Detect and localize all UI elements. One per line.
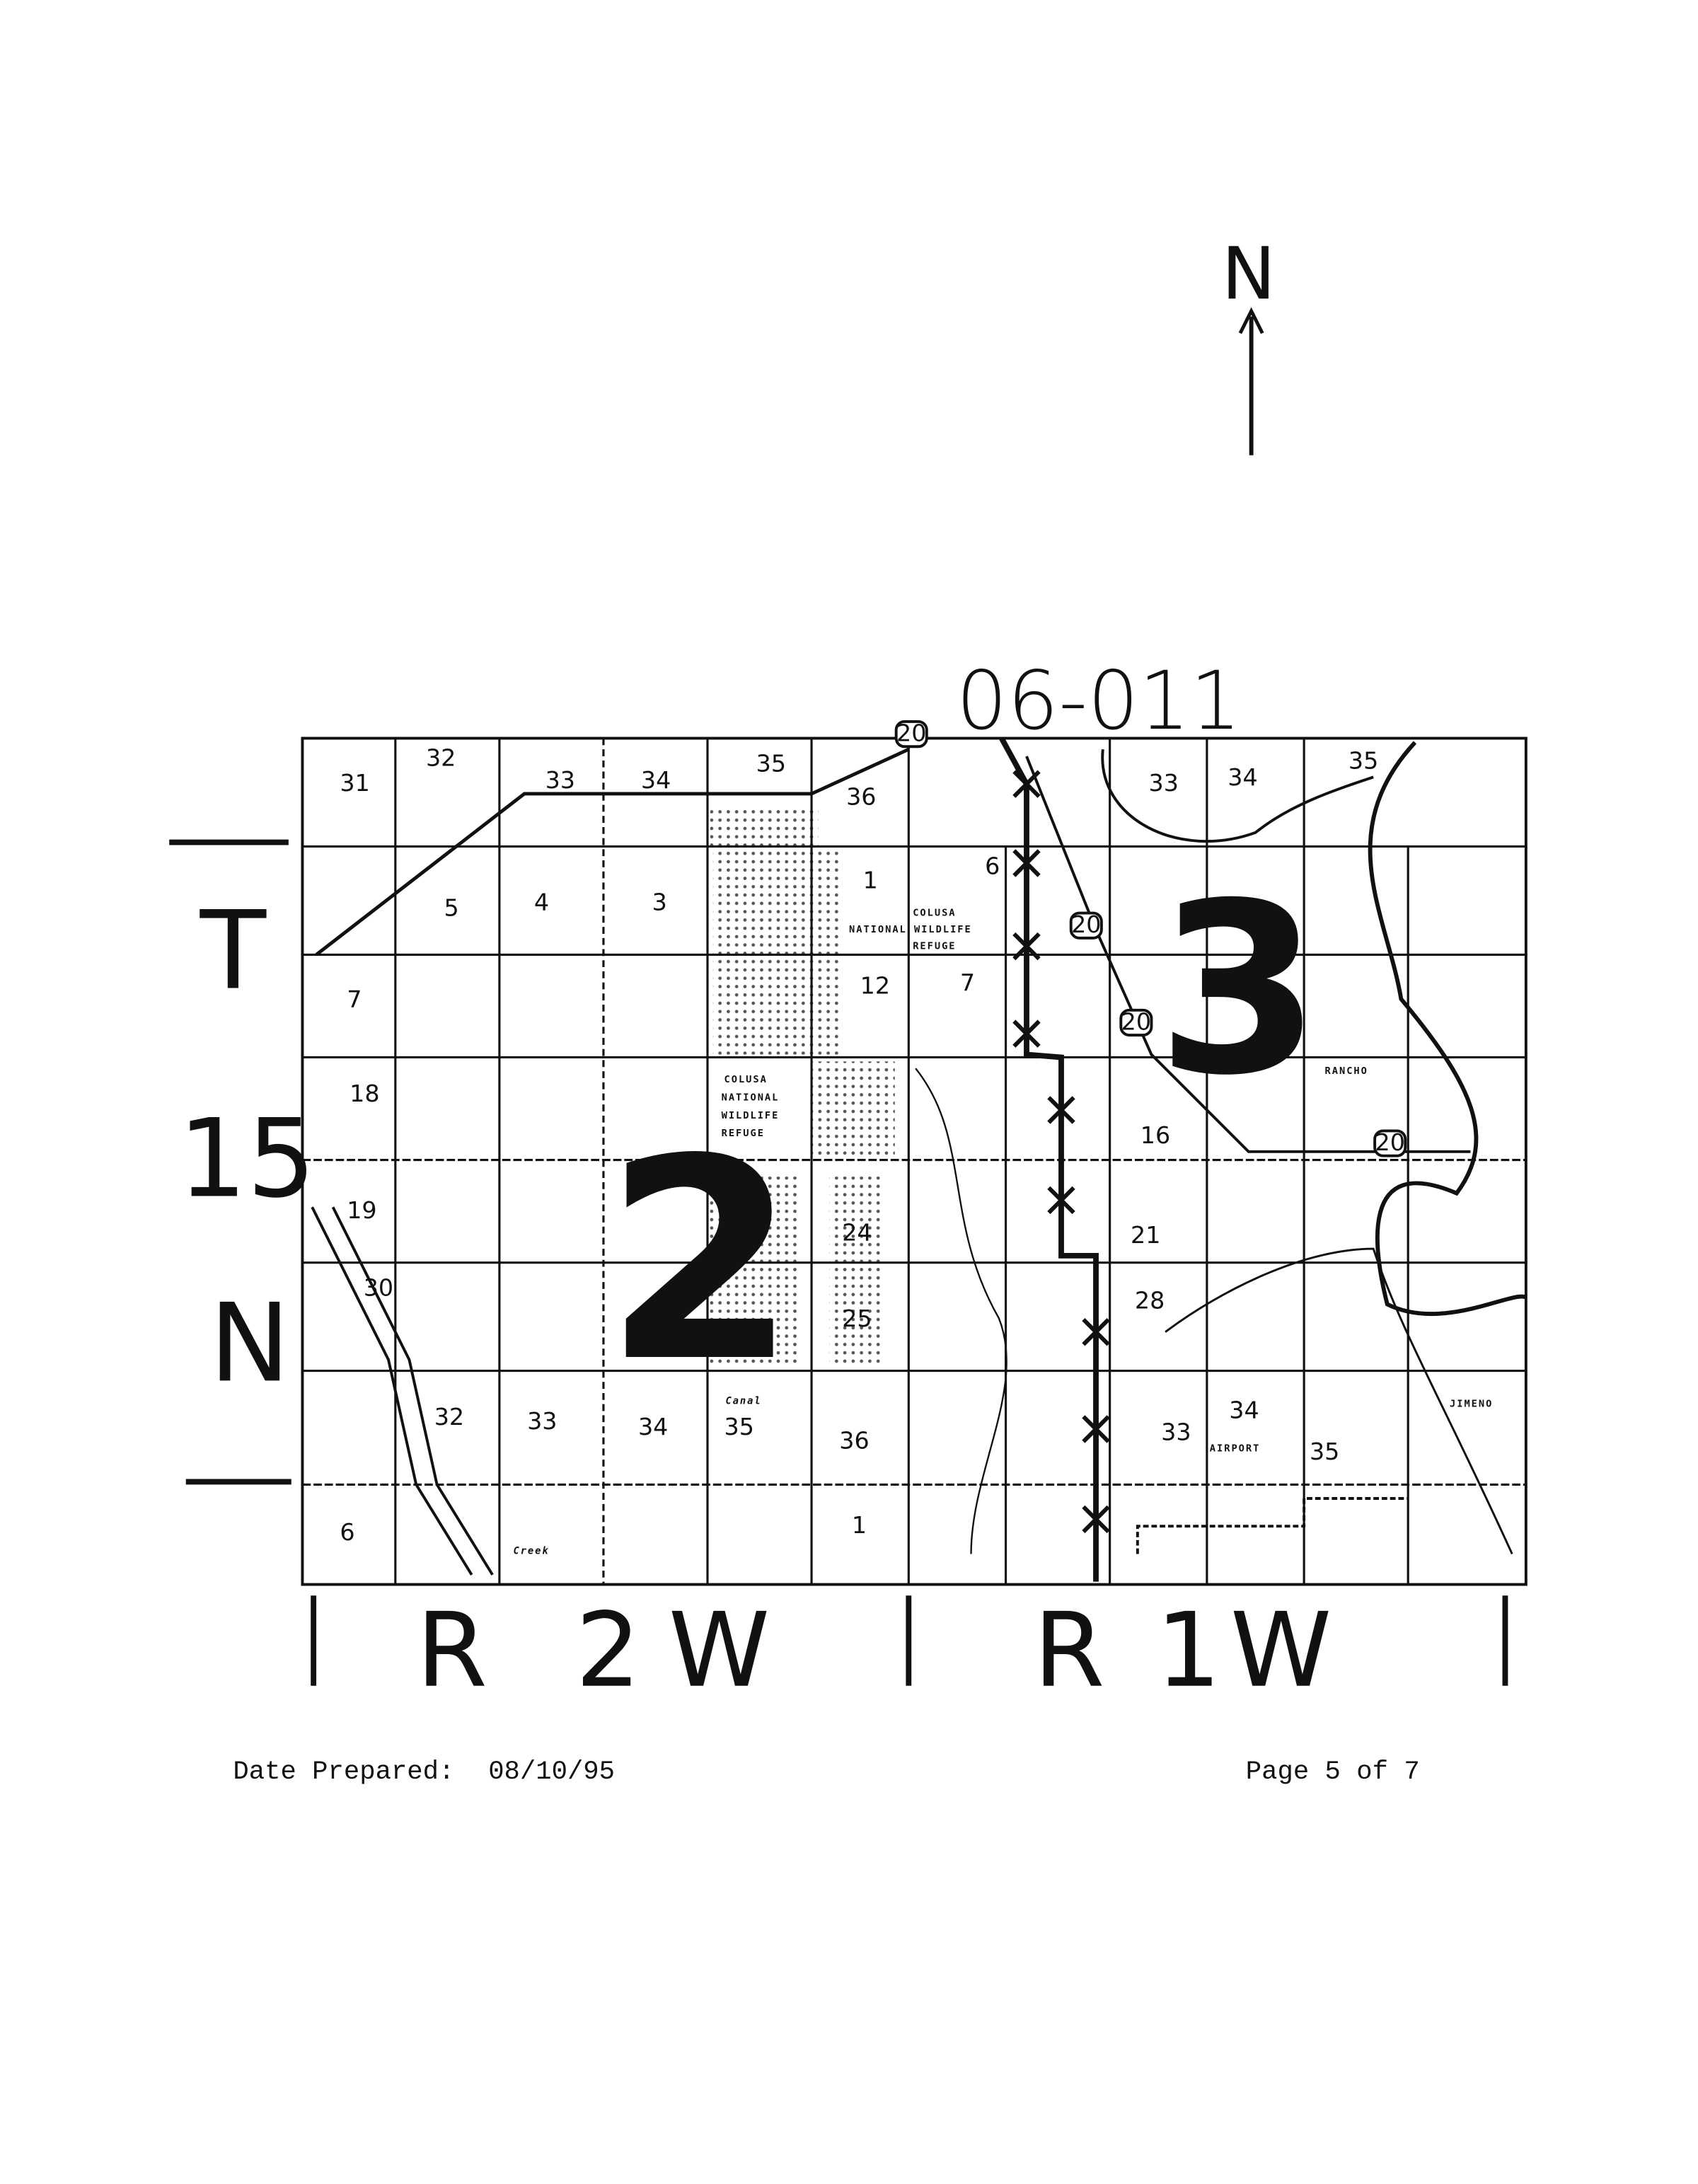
date-prepared-value: 08/10/95: [488, 1757, 615, 1787]
roads-and-rivers: [311, 741, 1527, 1576]
map-label: REFUGE: [722, 1128, 765, 1139]
zone-boundary-line: [999, 736, 1110, 1582]
map-label: JIMENO: [1450, 1399, 1493, 1410]
map-label: 35: [1310, 1438, 1339, 1465]
map-label: 19: [347, 1196, 376, 1224]
map-label: 36: [839, 1426, 869, 1454]
map-label: 34: [1228, 763, 1257, 791]
map-label: 20: [896, 719, 926, 746]
place-labels: COLUSA NATIONAL WILDLIFE REFUGE COLUSA N…: [513, 907, 1493, 1556]
map-label: COLUSA: [913, 907, 956, 918]
zone-2-label: 2: [604, 1100, 797, 1423]
map-label: 20: [1375, 1128, 1404, 1156]
map-label: 6: [340, 1518, 354, 1546]
map-label: 18: [350, 1080, 379, 1107]
map-label: 34: [1229, 1396, 1259, 1423]
sacramento-river: [1368, 741, 1527, 1317]
map-label: 34: [641, 766, 671, 794]
map-label: 35: [756, 750, 786, 778]
highway-20-shield: 20: [894, 719, 928, 749]
map-label: 35: [724, 1413, 754, 1440]
north-arrow: N: [1222, 232, 1276, 456]
highway-20-west: [315, 747, 910, 957]
map-label: 6: [985, 853, 1000, 880]
range-label: R 2W R 1W: [311, 1591, 1508, 1711]
map-label: 3: [652, 889, 667, 916]
map-label: 32: [426, 744, 456, 772]
map-label: 1: [852, 1511, 867, 1539]
map-label: COLUSA: [724, 1074, 768, 1085]
map-label: 32: [434, 1403, 464, 1431]
map-label: 31: [340, 769, 369, 797]
map-label: 15: [178, 1097, 316, 1223]
section-grid: [301, 736, 1527, 1586]
date-prepared-label: Date Prepared:: [233, 1757, 454, 1787]
map-label: 1: [863, 866, 878, 894]
map-label: 33: [545, 766, 575, 794]
highway-20-shield: 20: [1069, 911, 1103, 940]
map-label: Creek: [513, 1545, 549, 1556]
map-label: 21: [1131, 1221, 1160, 1249]
page-number: Page 5 of 7: [1246, 1757, 1420, 1787]
zone-3-label: 3: [1157, 853, 1321, 1127]
map-label: T: [200, 888, 267, 1014]
map-label: 28: [1135, 1286, 1165, 1314]
map-label: 35: [1348, 747, 1378, 775]
map-label: N: [209, 1281, 290, 1406]
highway-shields: 20 20 20 20: [894, 719, 1407, 1157]
section-numbers: 31 32 33 34 35 36 33 34 35 5 4 3 1 6 7 1…: [340, 744, 1378, 1546]
north-label: N: [1222, 232, 1276, 316]
range-west-label: R 2W: [416, 1591, 770, 1711]
map-label: Canal: [725, 1396, 761, 1407]
highway-20-shield: 20: [1119, 1007, 1153, 1037]
map-label: REFUGE: [913, 941, 956, 952]
township-label: T 15 N: [169, 839, 316, 1485]
map-label: AIRPORT: [1210, 1443, 1261, 1454]
arrow-head-icon: [1238, 307, 1264, 335]
map-label: 20: [1071, 911, 1101, 938]
boundary-x-markers: [1012, 770, 1110, 1534]
map-label: 25: [842, 1305, 872, 1332]
map-label: 34: [638, 1413, 668, 1440]
highway-20-shield: 20: [1373, 1128, 1407, 1157]
interstate-5: [311, 1206, 473, 1576]
map-label: 33: [527, 1407, 557, 1435]
map-label: 36: [846, 783, 876, 811]
map-label: 24: [842, 1218, 872, 1246]
slough: [1101, 749, 1374, 843]
map-label: 12: [860, 971, 890, 999]
map-id-title: 06-011: [957, 654, 1242, 748]
map-label: 5: [444, 894, 458, 921]
map-label: 7: [347, 986, 362, 1013]
highway-20-east: [1025, 756, 1471, 1153]
map-label: 4: [534, 889, 549, 916]
map-label: 7: [960, 969, 975, 996]
map-label: 30: [364, 1274, 393, 1302]
map-label: 20: [1121, 1007, 1151, 1035]
map-label: 33: [1161, 1419, 1191, 1446]
map-label: WILDLIFE: [722, 1110, 780, 1121]
refuge-shaded-area: [708, 807, 895, 1367]
map-label: 33: [1149, 769, 1179, 797]
map-label: RANCHO: [1325, 1065, 1368, 1077]
map-label: NATIONAL: [722, 1092, 780, 1103]
range-east-label: R 1W: [1034, 1591, 1332, 1711]
map-label: 16: [1140, 1121, 1170, 1149]
map-label: NATIONAL WILDLIFE: [849, 924, 972, 935]
